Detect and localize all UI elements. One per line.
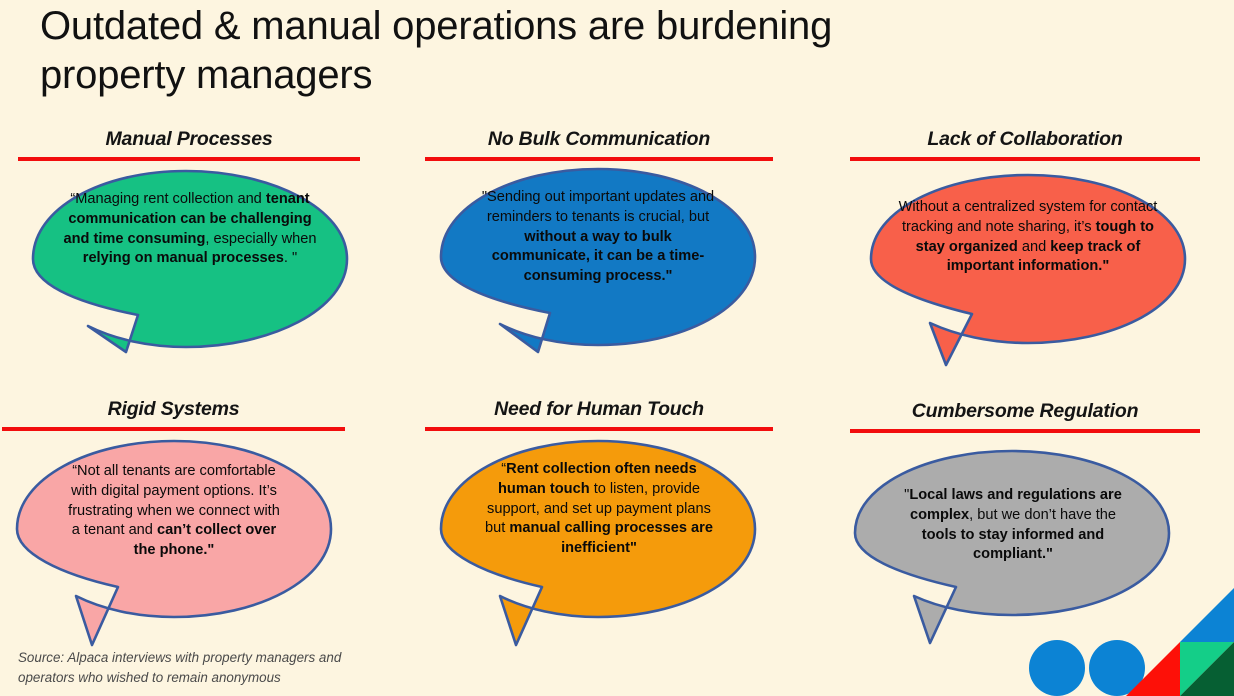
speech-bubble-lack-of-collaboration[interactable]: Without a centralized system for contact… xyxy=(868,172,1188,377)
bubble-shape-no-bulk-communication xyxy=(439,167,757,354)
speech-bubble-no-bulk-communication[interactable]: "Sending out important updates and remin… xyxy=(438,166,758,371)
panel-lack-of-collaboration: Lack of Collaboration xyxy=(850,128,1200,368)
panel-rule-no-bulk-communication xyxy=(425,157,773,161)
panel-title-rigid-systems: Rigid Systems xyxy=(107,398,240,420)
panel-rigid-systems: Rigid Systems xyxy=(2,398,345,638)
alpaca-corner-logo xyxy=(1018,588,1234,696)
logo-triangle-red xyxy=(1126,642,1180,696)
quote-text-rigid-systems: “Not all tenants are comfortable with di… xyxy=(68,463,280,559)
panel-cumbersome-regulation: Cumbersome Regulation xyxy=(850,400,1200,640)
speech-bubble-need-for-human-touch[interactable]: “Rent collection often needs human touch… xyxy=(438,438,758,653)
quote-text-manual-processes: “Managing rent collection and tenant com… xyxy=(63,191,317,267)
quote-text-no-bulk-communication: "Sending out important updates and remin… xyxy=(481,189,715,285)
bubble-shape-need-for-human-touch xyxy=(439,439,757,647)
speech-bubble-manual-processes[interactable]: “Managing rent collection and tenant com… xyxy=(30,168,350,373)
panel-rule-need-for-human-touch xyxy=(425,427,773,431)
panel-title-cumbersome-regulation: Cumbersome Regulation xyxy=(911,400,1139,422)
panel-rule-manual-processes xyxy=(18,157,360,161)
logo-circle-right xyxy=(1089,640,1145,696)
page-title: Outdated & manual operations are burdeni… xyxy=(40,4,833,97)
panel-title-lack-of-collaboration: Lack of Collaboration xyxy=(927,128,1123,150)
bubble-shape-cumbersome-regulation xyxy=(853,449,1171,645)
logo-circle-left xyxy=(1029,640,1085,696)
bubble-shape-rigid-systems xyxy=(15,439,333,647)
logo-triangle-blue xyxy=(1180,588,1234,642)
quote-text-need-for-human-touch: “Rent collection often needs human touch… xyxy=(485,461,713,557)
panel-title-manual-processes: Manual Processes xyxy=(105,128,273,150)
panel-title-need-for-human-touch: Need for Human Touch xyxy=(494,398,704,420)
panel-no-bulk-communication: No Bulk Communication xyxy=(425,128,773,368)
panel-title-no-bulk-communication: No Bulk Communication xyxy=(487,128,711,150)
panel-need-for-human-touch: Need for Human Touch xyxy=(425,398,773,638)
logo-triangle-green-dark xyxy=(1180,642,1234,696)
source-note: Source: Alpaca interviews with property … xyxy=(18,650,342,685)
speech-bubble-cumbersome-regulation[interactable]: "Local laws and regulations are complex,… xyxy=(852,448,1172,653)
panel-rule-rigid-systems xyxy=(2,427,345,431)
quote-text-lack-of-collaboration: Without a centralized system for contact… xyxy=(898,199,1158,275)
panel-rule-cumbersome-regulation xyxy=(850,429,1200,433)
panel-rule-lack-of-collaboration xyxy=(850,157,1200,161)
bubble-shape-lack-of-collaboration xyxy=(869,173,1187,367)
speech-bubble-rigid-systems[interactable]: “Not all tenants are comfortable with di… xyxy=(14,438,334,653)
bubble-shape-manual-processes xyxy=(31,169,349,354)
panel-manual-processes: Manual Processes xyxy=(18,128,360,368)
quote-text-cumbersome-regulation: "Local laws and regulations are complex,… xyxy=(904,487,1122,563)
